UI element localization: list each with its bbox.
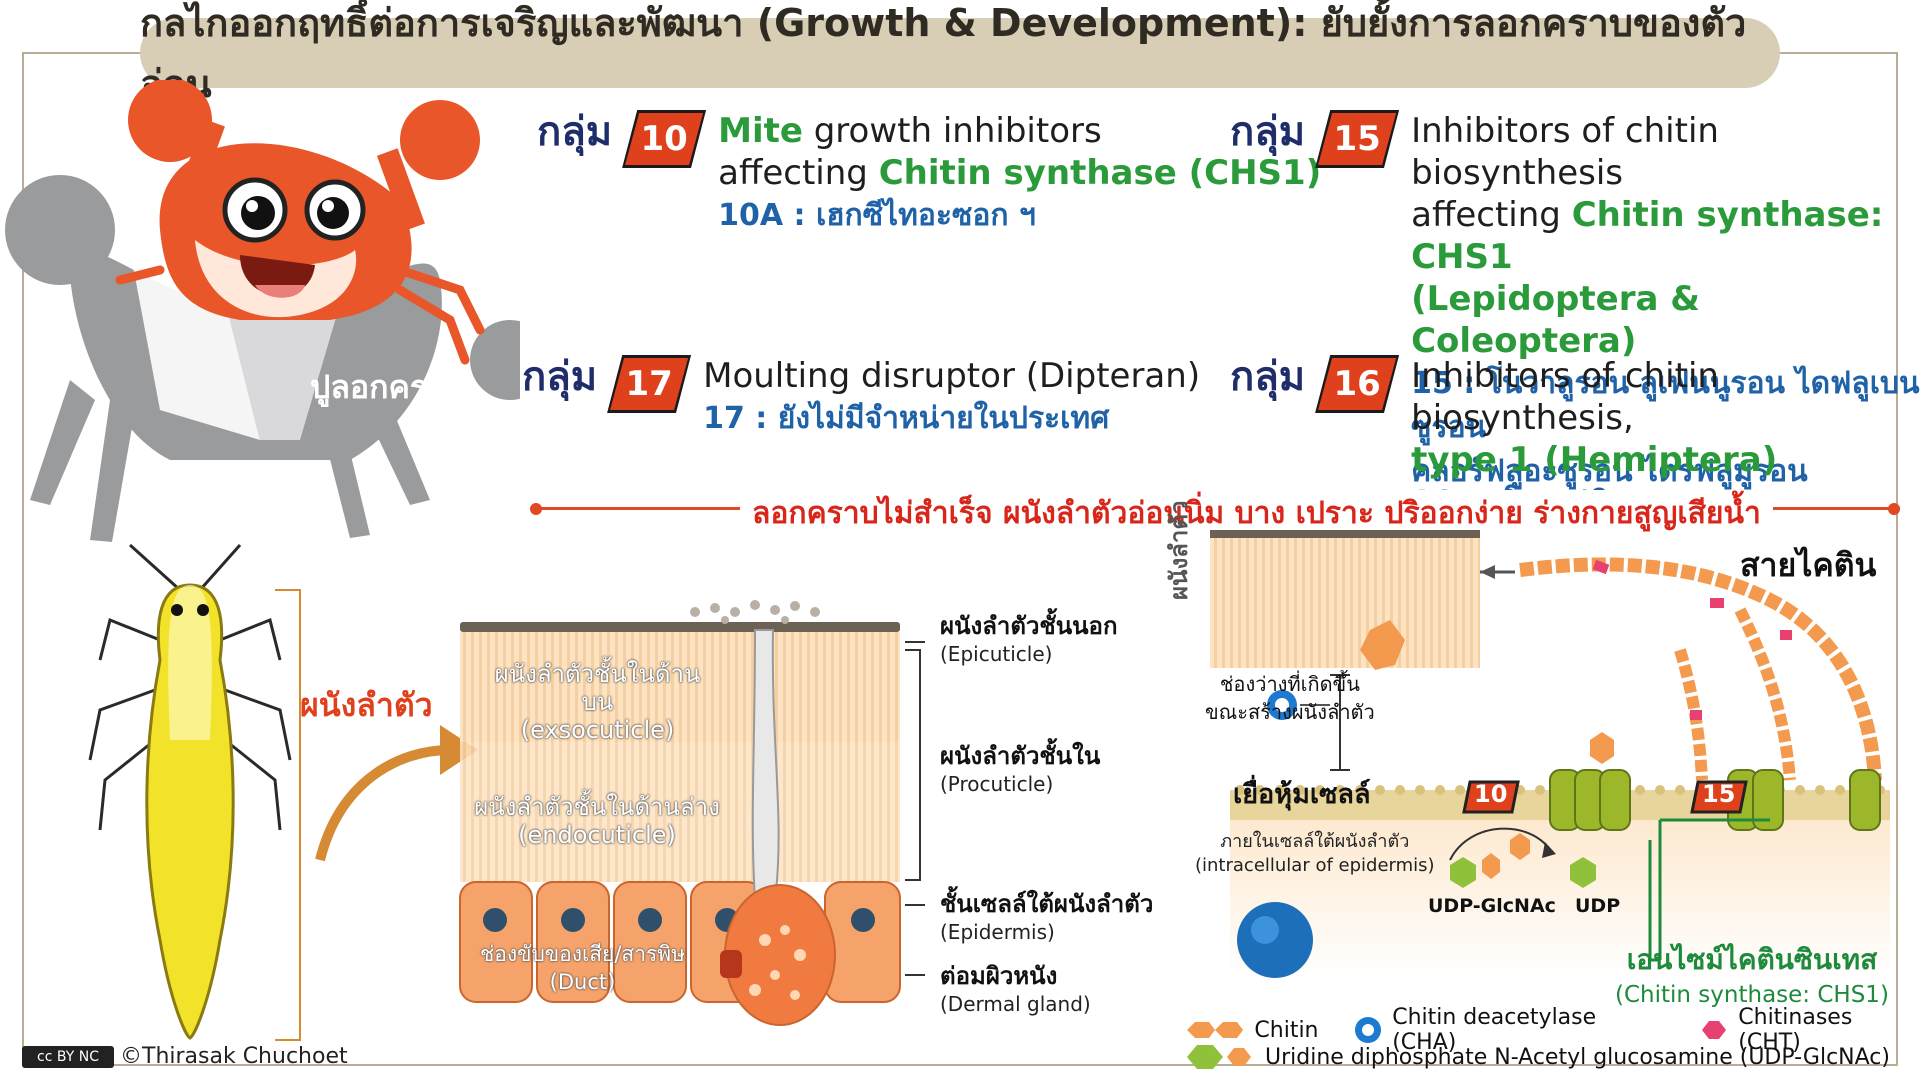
cc-license-badge: cc BY NC — [22, 1045, 114, 1068]
group-10-target: Chitin synthase (CHS1) — [878, 153, 1322, 193]
group-16-type: type 1 (Hemiptera) — [1411, 440, 1778, 480]
body-wall-label: ผนังลำตัว — [300, 686, 433, 724]
group-16-title: Inhibitors of chitin biosynthesis, — [1411, 356, 1719, 438]
epidermis-th: ชั้นเซลล์ใต้ผนังลำตัว — [940, 890, 1154, 918]
crab-label: ปูลอกคราบ — [310, 368, 466, 406]
group-15-orders: (Lepidoptera & Coleoptera) — [1411, 279, 1700, 361]
group-15-badge: 15 — [1318, 113, 1397, 165]
group-15-label: กลุ่ม — [1230, 109, 1306, 155]
group-15-example-1: 15 : โนวาลูรอน ลูเฟนนูรอน ไดฟลูเบนซูรอน — [1411, 366, 1920, 445]
epicuticle-en: (Epicuticle) — [940, 642, 1053, 666]
epicuticle-label: ผนังลำตัวชั้นนอก(Epicuticle) — [940, 612, 1117, 668]
legend-row-2: Uridine diphosphate N-Acetyl glucosamine… — [1185, 1042, 1890, 1072]
endocuticle-en: (endocuticle) — [518, 821, 676, 849]
udp-label: UDP — [1575, 895, 1621, 917]
exocuticle-en: (exsocuticle) — [520, 716, 675, 744]
outer-frame — [22, 52, 1898, 1066]
chitin-badge-15: 15 — [1702, 780, 1736, 808]
legend-row-1: Chitin Chitin deacetylase (CHA) Chitinas… — [1185, 1005, 1920, 1055]
cht-icon — [1701, 1021, 1726, 1039]
procuticle-en: (Procuticle) — [940, 772, 1054, 796]
group-10-example: 10A : เฮกซีไทอะซอก ฯ — [718, 198, 1036, 233]
membrane-label: เยื่อหุ้มเซลล์ — [1233, 779, 1371, 810]
group-16-label: กลุ่ม — [1230, 354, 1306, 400]
enzyme-label: เอนไซม์ไคตินซินเทส (Chitin synthase: CHS… — [1615, 938, 1889, 1008]
group-17-title: Moulting disruptor (Dipteran) — [703, 356, 1201, 396]
cuticle-bracket — [905, 641, 925, 976]
exocuticle-label: ผนังลำตัวชั้นในด้านบน (exsocuticle) — [480, 660, 715, 744]
dermal-gland-label: ต่อมผิวหนัง(Dermal gland) — [940, 962, 1091, 1018]
intracellular-en: (intracellular of epidermis) — [1195, 855, 1435, 876]
chitin-wall-label: ผนังลำตัว — [1165, 500, 1193, 600]
arrow-to-cuticle — [315, 725, 478, 862]
intracellular-label: ภายในเซลล์ใต้ผนังลำตัว (intracellular of… — [1195, 826, 1435, 876]
group-15-example-2: คลอร์ฟลูอะซูรอน ไตรฟลูมูรอน — [1411, 454, 1808, 489]
enzyme-en: (Chitin synthase: CHS1) — [1615, 982, 1889, 1008]
warning-text: ลอกคราบไม่สำเร็จ ผนังลำตัวอ่อนนิ่ม บาง เ… — [740, 490, 1773, 537]
credit-text: ©Thirasak Chuchoet — [120, 1044, 348, 1069]
group-10: กลุ่ม 10 Mite growth inhibitors affectin… — [537, 110, 1321, 238]
group-10-title-green: Mite — [718, 111, 803, 151]
duct-label: ช่องขับของเสีย/สารพิษ (Duct) — [470, 940, 695, 996]
group-15-affecting: affecting — [1411, 195, 1572, 235]
procuticle-label: ผนังลำตัวชั้นใน(Procuticle) — [940, 742, 1100, 798]
group-17-badge: 17 — [610, 358, 689, 410]
epidermis-en: (Epidermis) — [940, 920, 1055, 944]
warning-dot-right — [1888, 503, 1900, 515]
chitin-diagram — [1210, 530, 1890, 980]
endocuticle-label: ผนังลำตัวชั้นในด้านล่าง (endocuticle) — [472, 793, 722, 849]
group-10-badge: 10 — [625, 113, 704, 165]
exocuticle-th: ผนังลำตัวชั้นในด้านบน — [494, 660, 701, 716]
group-10-title: growth inhibitors — [802, 111, 1102, 151]
legend-chitin: Chitin — [1254, 1017, 1319, 1043]
warning-dot-left — [530, 503, 542, 515]
larva-illustration — [88, 543, 292, 1040]
group-15: กลุ่ม 15 Inhibitors of chitin biosynthes… — [1230, 110, 1920, 494]
epidermis-label: ชั้นเซลล์ใต้ผนังลำตัว(Epidermis) — [940, 890, 1153, 946]
enzyme-th: เอนไซม์ไคตินซินเทส — [1626, 943, 1878, 976]
group-15-target: Chitin synthase: CHS1 — [1411, 195, 1884, 277]
intracellular-th: ภายในเซลล์ใต้ผนังลำตัว — [1220, 831, 1410, 852]
udp-glcnac-icon — [1187, 1045, 1251, 1069]
group-10-affecting: affecting — [718, 153, 879, 193]
duct-th: ช่องขับของเสีย/สารพิษ — [480, 942, 685, 966]
cuticle-section — [459, 600, 901, 1026]
page-title: กลไกออกฤทธิ์ต่อการเจริญและพัฒนา (Growth … — [140, 1, 1780, 106]
group-17-example: 17 : ยังไม่มีจำหน่ายในประเทศ — [703, 401, 1110, 436]
chitin-icon — [1187, 1022, 1243, 1038]
legend-udp: Uridine diphosphate N-Acetyl glucosamine… — [1265, 1044, 1890, 1070]
gap-line-2: ขณะสร้างผนังลำตัว — [1205, 700, 1375, 724]
endocuticle-th: ผนังลำตัวชั้นในด้านล่าง — [474, 793, 720, 821]
duct-en: (Duct) — [549, 970, 616, 994]
procuticle-th: ผนังลำตัวชั้นใน — [940, 742, 1101, 770]
credit: cc BY NC ©Thirasak Chuchoet — [22, 1044, 348, 1069]
crab-illustration — [5, 80, 520, 542]
legend-cht: Chitinases (CHT) — [1738, 1005, 1853, 1055]
legend-cha: Chitin deacetylase (CHA) — [1392, 1005, 1597, 1055]
group-17: กลุ่ม 17 Moulting disruptor (Dipteran) 1… — [522, 355, 1200, 441]
gap-line-1: ช่องว่างที่เกิดขึ้น — [1219, 672, 1360, 696]
chitin-badge-10: 10 — [1474, 780, 1508, 808]
group-15-title: Inhibitors of chitin biosynthesis — [1411, 111, 1719, 193]
gap-label: ช่องว่างที่เกิดขึ้น ขณะสร้างผนังลำตัว — [1205, 670, 1375, 726]
udp-glcnac-label: UDP-GlcNAc — [1428, 895, 1556, 917]
cha-icon — [1354, 1017, 1381, 1043]
chitin-chain-label: สายไคติน — [1740, 546, 1877, 584]
group-17-label: กลุ่ม — [522, 354, 598, 400]
group-16-badge: 16 — [1318, 358, 1397, 410]
group-10-label: กลุ่ม — [537, 109, 613, 155]
dermal-gland-th: ต่อมผิวหนัง — [940, 962, 1058, 990]
dermal-gland-en: (Dermal gland) — [940, 992, 1091, 1016]
bracket-bodywall — [275, 589, 301, 1041]
epicuticle-th: ผนังลำตัวชั้นนอก — [940, 612, 1118, 640]
